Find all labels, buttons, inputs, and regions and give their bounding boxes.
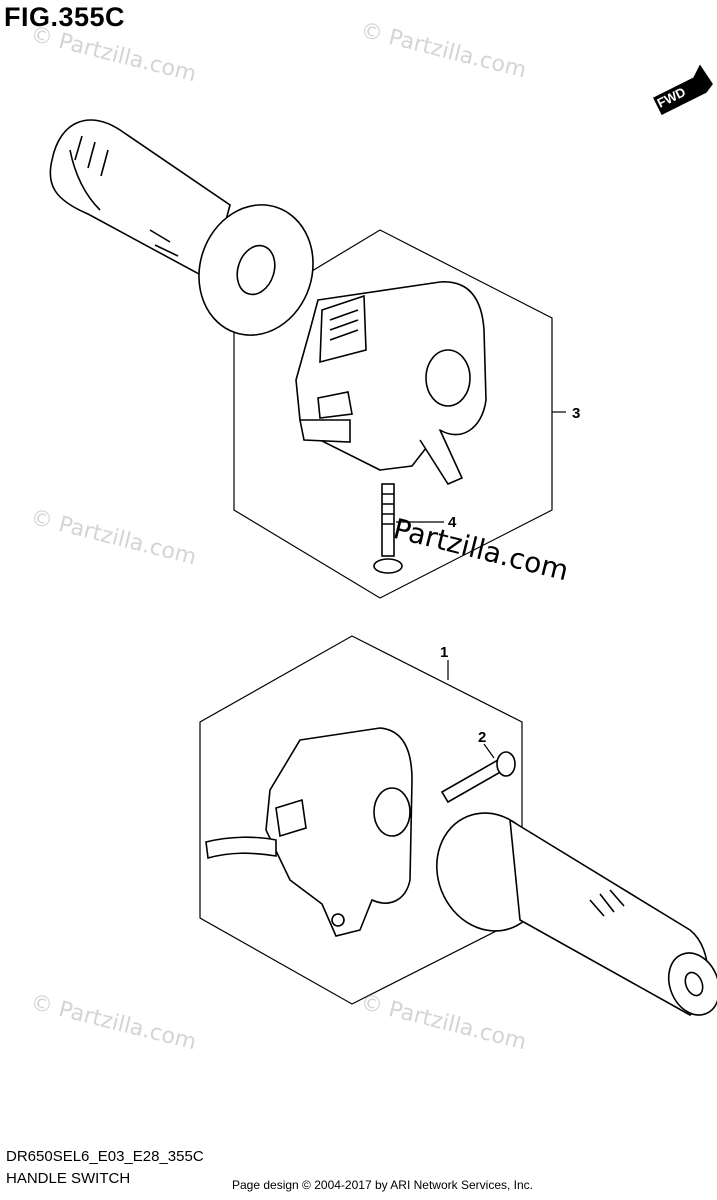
left-switch-housing <box>205 727 413 937</box>
figure-name: HANDLE SWITCH <box>6 1170 131 1187</box>
figure-title: FIG.355C <box>4 2 126 32</box>
fwd-arrow-icon: FWD <box>652 64 713 116</box>
callout-3: 3 <box>572 405 580 422</box>
left-grip <box>436 812 717 1016</box>
screw-part-2 <box>440 751 516 804</box>
callout-4: 4 <box>448 514 457 531</box>
callout-1: 1 <box>440 644 448 661</box>
right-switch-housing <box>295 281 487 486</box>
screw-part-4 <box>373 483 403 574</box>
copyright-notice: Page design © 2004-2017 by ARI Network S… <box>232 1178 534 1192</box>
assembly-outline-lower <box>199 635 523 1005</box>
right-grip <box>49 119 314 336</box>
figure-code: DR650SEL6_E03_E28_355C <box>6 1148 204 1165</box>
callout-2: 2 <box>478 729 486 746</box>
leader-lines <box>396 411 566 759</box>
